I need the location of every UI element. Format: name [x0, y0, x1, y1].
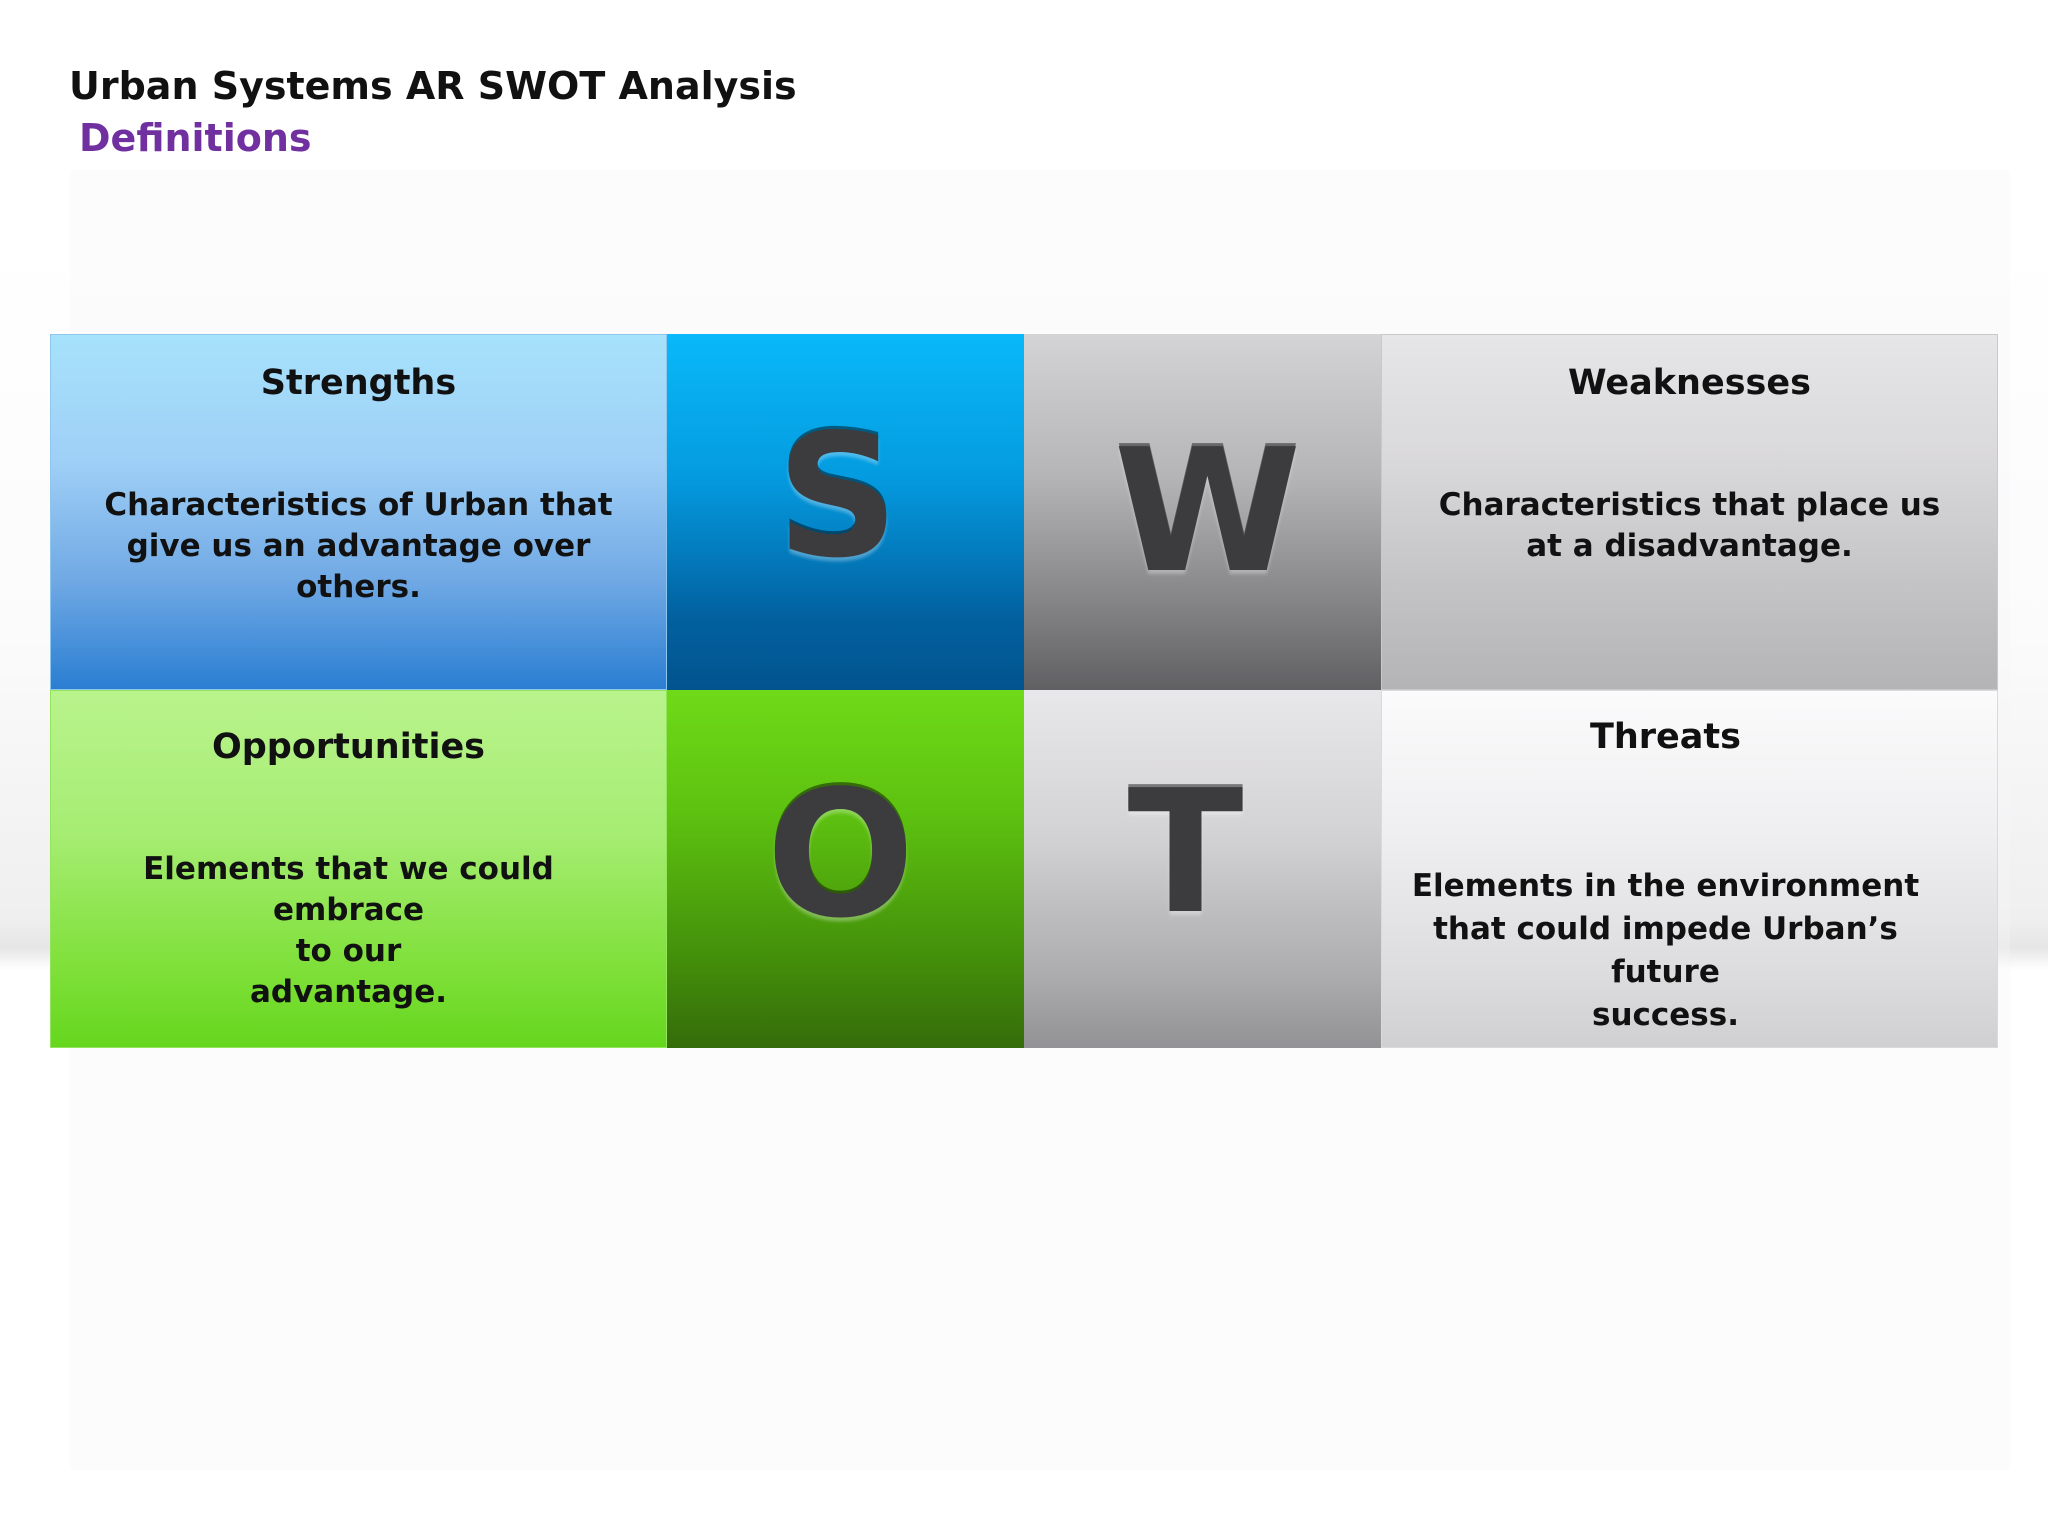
threats-description: Elements in the environment that could i… [1358, 865, 1973, 1037]
swot-grid: Strengths Characteristics of Urban that … [50, 334, 1998, 1048]
weaknesses-box: Weaknesses Characteristics that place us… [1381, 334, 1998, 690]
letter-o: O [766, 754, 915, 957]
letter-t: T [1127, 754, 1244, 952]
threats-description-line: success. [1592, 997, 1739, 1033]
opportunities-description-line: advantage. [249, 974, 448, 1010]
opportunities-box: Opportunities Elements that we could emb… [50, 690, 667, 1048]
weaknesses-description: Characteristics that place us at a disad… [1438, 487, 1941, 564]
threats-box: Threats Elements in the environment that… [1381, 690, 1998, 1048]
letter-s: S [776, 398, 899, 596]
strengths-letter-tile: S [667, 334, 1024, 690]
threats-heading: Threats [1590, 717, 1741, 757]
opportunities-description: Elements that we could embrace to our ad… [41, 849, 656, 1013]
strengths-box: Strengths Characteristics of Urban that … [50, 334, 667, 690]
strengths-heading: Strengths [260, 363, 457, 403]
weaknesses-heading: Weaknesses [1568, 363, 1811, 403]
opportunities-heading: Opportunities [211, 727, 486, 767]
threats-description-line: that could impede Urban’s future [1433, 911, 1898, 990]
threats-description-line: Elements in the environment [1411, 868, 1920, 904]
opportunities-description-line: to our [295, 933, 402, 969]
weaknesses-letter-tile: W [1024, 334, 1381, 690]
slide-subtitle: Definitions [79, 116, 312, 160]
opportunities-description-line: Elements that we could embrace [143, 851, 554, 928]
letter-w: W [1113, 413, 1302, 611]
strengths-description: Characteristics of Urban that give us an… [104, 487, 613, 605]
slide-title: Urban Systems AR SWOT Analysis [69, 64, 797, 108]
opportunities-letter-tile: O [667, 690, 1024, 1048]
threats-letter-tile: T [1024, 690, 1381, 1048]
